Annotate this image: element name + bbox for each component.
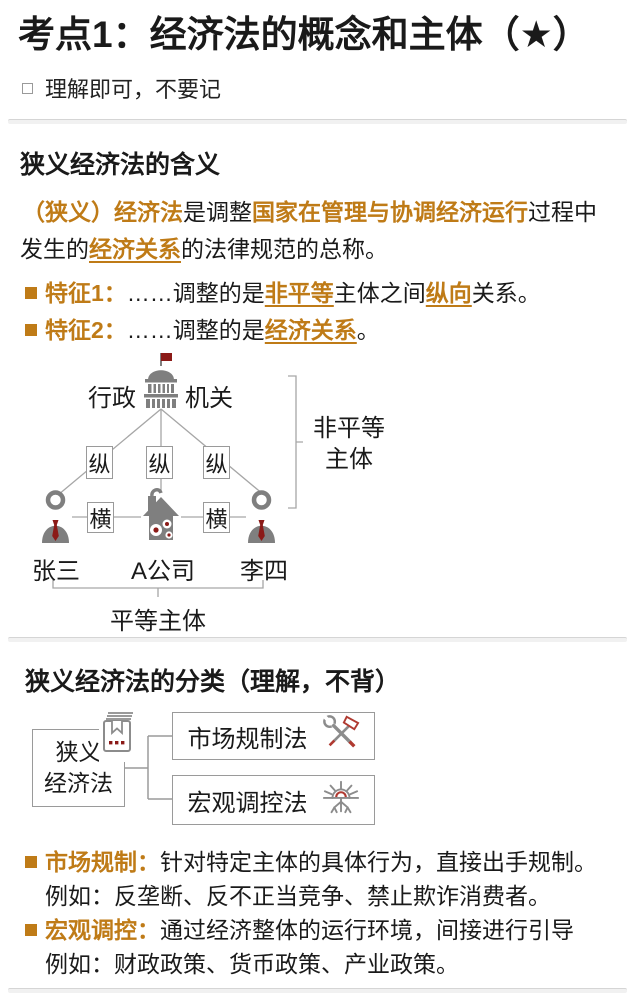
square-bullet-icon [25,924,37,936]
book-icon [99,709,137,762]
root-label-line2: 经济法 [44,770,113,796]
section1-heading: 狭义经济法的含义 [20,151,221,179]
macro-control-label: 宏观调控： [45,917,160,943]
person-right-label: 李四 [240,558,288,585]
market-regulation-text: 针对特定主体的具体行为，直接出手规制。 [160,849,597,875]
tools-icon [322,714,360,759]
divider [8,637,627,642]
feature1-highlight-2: 纵向 [425,280,472,306]
branch-macro-label: 宏观调控法 [187,789,308,817]
root-label-line1: 狭义 [55,739,102,765]
definition-paragraph: （狭义）经济法是调整国家在管理与协调经济运行过程中发生的经济关系的法律规范的总称… [20,194,615,268]
feature2-highlight-1: 经济关系 [264,317,357,343]
government-building-icon [138,352,184,415]
vertical-relation-box: 纵 [203,446,230,479]
feature2-text-1: ……调整的是 [126,317,265,343]
growth-icon [322,778,360,823]
definition-term: （狭义）经济法 [22,199,183,225]
square-bullet-icon [25,324,37,336]
person-left-label: 张三 [32,558,80,585]
unequal-label-line2: 主体 [325,446,373,473]
feature1-item: 特征1：……调整的是非平等主体之间纵向关系。 [0,275,623,312]
company-icon [140,487,182,549]
market-regulation-label: 市场规制： [45,849,160,875]
market-regulation-item: 市场规制：针对特定主体的具体行为，直接出手规制。 [0,845,635,879]
classification-diagram: 狭义 经济法 市场规制法 [0,709,635,835]
definition-plain-1: 是调整 [183,199,252,225]
square-bullet-icon [25,856,37,868]
square-bullet-icon [22,82,33,94]
feature1-highlight-1: 非平等 [264,280,334,306]
horizontal-relation-box: 横 [87,502,114,533]
macro-control-text: 通过经济整体的运行环境，间接进行引导 [160,917,574,943]
definition-plain-3: 的法律规范的总称。 [181,236,388,262]
definition-highlight-2: 经济关系 [89,236,181,262]
feature-list: 特征1：……调整的是非平等主体之间纵向关系。 特征2：……调整的是经济关系。 [0,275,635,349]
feature2-label: 特征2： [45,317,127,343]
branch-box-market: 市场规制法 [172,712,375,760]
branch-box-macro: 宏观调控法 [172,775,375,825]
subjects-diagram: 行政 机关 纵 纵 纵 横 横 张三 A公司 李四 [0,351,635,637]
section2-heading: 狭义经济法的分类（理解，不背） [25,668,401,696]
classification-notes: 市场规制：针对特定主体的具体行为，直接出手规制。 例如：反垄断、反不正当竞争、禁… [0,845,635,981]
company-label: A公司 [131,558,196,585]
feature1-text-2: 主体之间 [333,280,426,306]
person-icon [246,490,277,548]
horizontal-relation-box: 横 [203,502,230,533]
feature1-text-1: ……调整的是 [126,280,265,306]
square-bullet-icon [25,287,37,299]
note-line: 理解即可，不要记 [20,72,617,104]
tree-connector-lines [125,735,172,800]
macro-control-item: 宏观调控：通过经济整体的运行环境，间接进行引导 [0,913,635,947]
org-label-right: 机关 [185,385,233,412]
branch-market-label: 市场规制法 [187,725,308,753]
divider [8,988,627,993]
feature2-text-2: 。 [356,317,380,343]
person-icon [40,490,71,548]
unequal-label-line1: 非平等 [313,415,385,442]
macro-control-example: 例如：财政政策、货币政策、产业政策。 [45,951,459,977]
feature1-label: 特征1： [45,280,127,306]
divider [8,119,627,124]
vertical-relation-box: 纵 [86,446,113,479]
definition-plain-2: 过程中发生的 [20,199,597,262]
page-header: 考点1：经济法的概念和主体（★） 理解即可，不要记 [0,0,635,104]
note-text: 理解即可，不要记 [45,77,222,102]
market-regulation-example: 例如：反垄断、反不正当竞争、禁止欺诈消费者。 [45,883,551,909]
equal-subjects-label: 平等主体 [110,608,206,635]
page-title: 考点1：经济法的概念和主体（★） [18,14,590,55]
vertical-relation-box: 纵 [146,446,173,479]
org-label-left: 行政 [88,385,136,412]
feature1-text-3: 关系。 [471,280,541,306]
definition-highlight-1: 国家在管理与协调经济运行 [252,199,528,225]
feature2-item: 特征2：……调整的是经济关系。 [0,312,623,349]
unequal-subjects-label: 非平等 主体 [309,413,389,475]
